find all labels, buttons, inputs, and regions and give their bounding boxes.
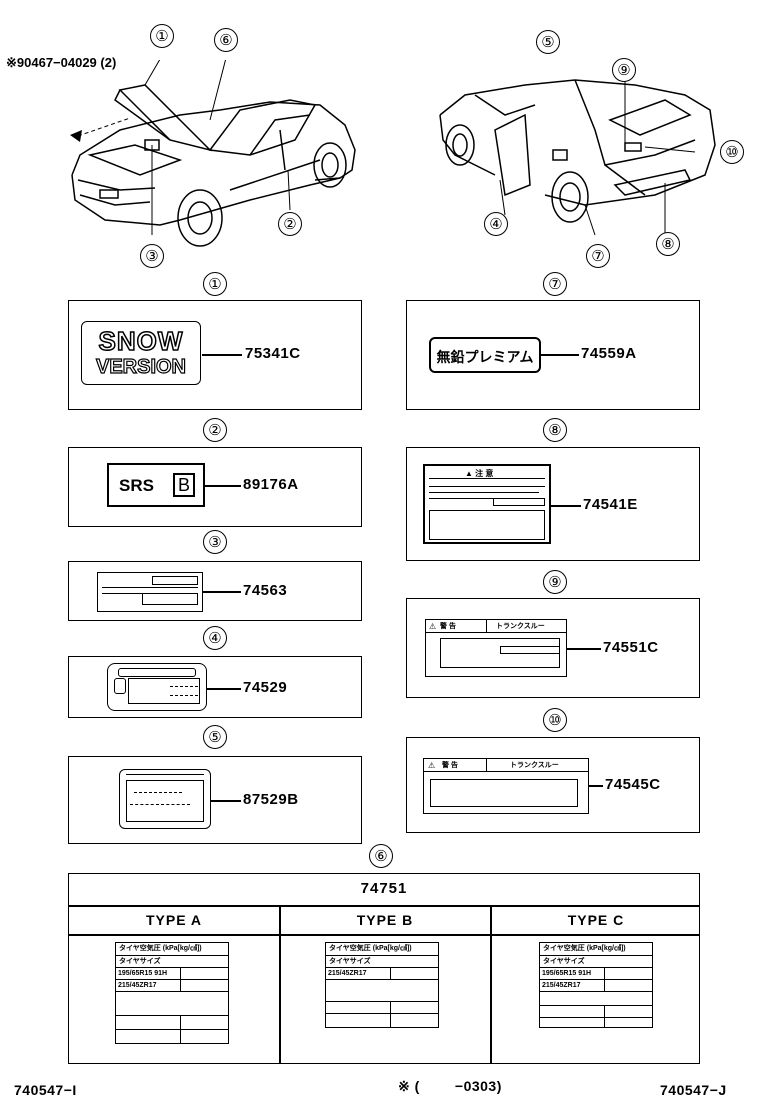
tire-pressure-title: タイヤ空気圧 (kPa[kg/㎠]) <box>543 945 626 952</box>
callout-10-rear: ⑩ <box>720 140 744 164</box>
panel-5: 87529B <box>68 756 362 844</box>
panel-3-number: ③ <box>203 530 227 554</box>
type-table: 74751 TYPE A TYPE B TYPE C タイヤ空気圧 (kPa[k… <box>68 873 700 1064</box>
callout-8-rear: ⑧ <box>656 232 680 256</box>
label-87529b <box>119 769 211 829</box>
trunk-through-text: トランクスルー <box>496 623 545 630</box>
srs-b-box: B <box>173 473 195 497</box>
label-74563 <box>97 572 203 612</box>
part-number-74551c: 74551C <box>603 639 659 656</box>
snow-text: SNOW <box>98 325 184 357</box>
tire-label-type-a: タイヤ空気圧 (kPa[kg/㎠]) タイヤサイズ 195/65R15 91H … <box>115 942 229 1044</box>
panel-8: ▲ 注 意 74541E <box>406 447 700 561</box>
part-number-74541e: 74541E <box>583 496 638 513</box>
footer-left-code: 740547−I <box>14 1082 77 1098</box>
callout-1-front: ① <box>150 24 174 48</box>
leader-line <box>567 648 601 650</box>
type-b-header: TYPE B <box>356 912 414 928</box>
part-number-74545c: 74545C <box>605 776 661 793</box>
callout-4-rear: ④ <box>484 212 508 236</box>
panel-4: 74529 <box>68 656 362 718</box>
callout-2-front: ② <box>278 212 302 236</box>
part-number-74559a: 74559A <box>581 345 637 362</box>
callout-5-rear: ⑤ <box>536 30 560 54</box>
part-number-87529b: 87529B <box>243 791 299 808</box>
callout-6-front: ⑥ <box>214 28 238 52</box>
warning-text: 警 告 <box>442 762 458 769</box>
leader-line <box>589 785 603 787</box>
panel-8-number: ⑧ <box>543 418 567 442</box>
tire-size-label: タイヤサイズ <box>119 958 161 965</box>
panel-1-number: ① <box>203 272 227 296</box>
panel-7-number: ⑦ <box>543 272 567 296</box>
note-part-number: ※90467−04029 (2) <box>6 55 117 70</box>
footer-right-code: 740547−J <box>660 1082 727 1098</box>
tire-size-label: タイヤサイズ <box>329 958 371 965</box>
leader-line <box>203 591 241 593</box>
leader-line <box>207 688 241 690</box>
leader-line <box>202 354 242 356</box>
callout-7-rear: ⑦ <box>586 244 610 268</box>
panel-7: 無鉛プレミアム 74559A <box>406 300 700 410</box>
panel-5-number: ⑤ <box>203 725 227 749</box>
tire-size-b-1: 215/45ZR17 <box>328 970 367 977</box>
panel-10: ⚠ 警 告 トランクスルー 74545C <box>406 737 700 833</box>
panel-1: SNOW VERSION 75341C <box>68 300 362 410</box>
callout-9-rear: ⑨ <box>612 58 636 82</box>
type-a-header: TYPE A <box>145 912 203 928</box>
panel-9: 警 告 ⚠ トランクスルー 74551C <box>406 598 700 698</box>
panel-2: SRS B 89176A <box>68 447 362 527</box>
tire-size-c-2: 215/45ZR17 <box>542 982 581 989</box>
part-number-89176a: 89176A <box>243 476 299 493</box>
tire-size-a-1: 195/65R15 91H <box>118 970 168 977</box>
tire-label-type-c: タイヤ空気圧 (kPa[kg/㎠]) タイヤサイズ 195/65R15 91H … <box>539 942 653 1028</box>
version-text: VERSION <box>95 355 187 378</box>
callout-3-front: ③ <box>140 244 164 268</box>
label-74529 <box>107 663 207 711</box>
table-part-number: 74751 <box>360 880 408 897</box>
tire-size-c-1: 195/65R15 91H <box>542 970 592 977</box>
srs-label: SRS B <box>107 463 205 507</box>
label-74545c: ⚠ 警 告 トランクスルー <box>423 758 589 814</box>
snow-version-label: SNOW VERSION <box>81 321 201 385</box>
table-number: ⑥ <box>369 844 393 868</box>
leader-line <box>551 505 581 507</box>
panel-3: 74563 <box>68 561 362 621</box>
warning-text: 警 告 <box>440 623 456 630</box>
front-car-illustration <box>70 60 356 247</box>
panel-2-number: ② <box>203 418 227 442</box>
type-c-header: TYPE C <box>567 912 625 928</box>
part-number-74563: 74563 <box>243 582 288 599</box>
rear-car-illustration <box>439 75 716 236</box>
footer-date-note: ※ ( −0303) <box>398 1078 502 1094</box>
tire-pressure-title: タイヤ空気圧 (kPa[kg/㎠]) <box>329 945 412 952</box>
tire-pressure-title: タイヤ空気圧 (kPa[kg/㎠]) <box>119 945 202 952</box>
panel-4-number: ④ <box>203 626 227 650</box>
part-number-75341c: 75341C <box>245 345 301 362</box>
leader-line <box>541 354 579 356</box>
trunk-through-text: トランクスルー <box>510 762 559 769</box>
tire-size-label: タイヤサイズ <box>543 958 585 965</box>
part-number-74529: 74529 <box>243 679 288 696</box>
panel-9-number: ⑨ <box>543 570 567 594</box>
leader-line <box>205 485 241 487</box>
label-74541e: ▲ 注 意 <box>423 464 551 544</box>
tire-size-a-2: 215/45ZR17 <box>118 982 157 989</box>
tire-label-type-b: タイヤ空気圧 (kPa[kg/㎠]) タイヤサイズ 215/45ZR17 <box>325 942 439 1028</box>
unleaded-premium-text: 無鉛プレミアム <box>436 350 534 366</box>
panel-10-number: ⑩ <box>543 708 567 732</box>
label-74551c: 警 告 ⚠ トランクスルー <box>425 619 567 677</box>
unleaded-premium-label: 無鉛プレミアム <box>429 337 541 373</box>
leader-line <box>211 800 241 802</box>
srs-text: SRS <box>119 476 154 495</box>
